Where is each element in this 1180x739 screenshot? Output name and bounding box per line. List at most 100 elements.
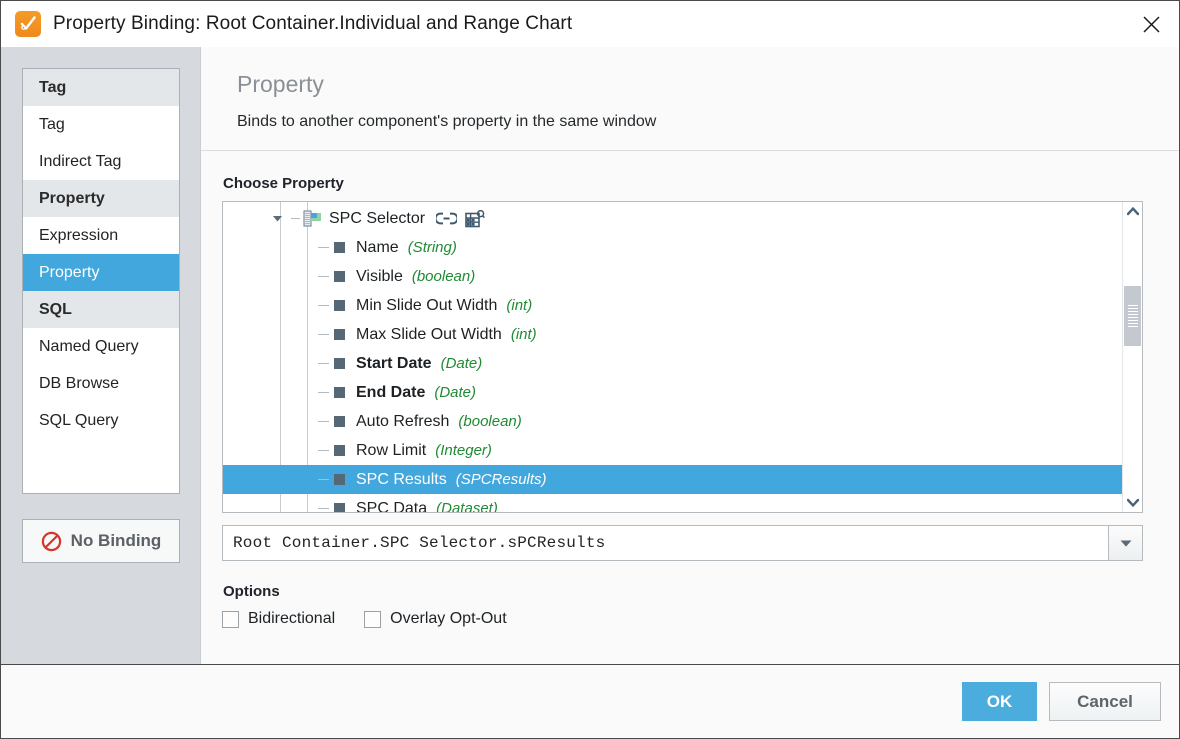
close-icon[interactable] bbox=[1123, 1, 1179, 47]
property-square-icon bbox=[334, 474, 345, 485]
chevron-down-icon[interactable] bbox=[1109, 525, 1143, 561]
tree-row-type: (Date) bbox=[434, 383, 477, 401]
sidebar-item-expression[interactable]: Expression bbox=[39, 227, 119, 244]
checkbox-box[interactable] bbox=[364, 610, 382, 628]
tree-row[interactable]: Auto Refresh (boolean) bbox=[223, 407, 1122, 436]
sidebar-item-property[interactable]: Property bbox=[23, 254, 179, 291]
tree-row-type: (SPCResults) bbox=[455, 470, 547, 488]
property-square-icon bbox=[334, 271, 345, 282]
property-square-icon bbox=[334, 300, 345, 311]
sidebar-item-sql-query[interactable]: SQL Query bbox=[39, 412, 119, 429]
tree-row-selected[interactable]: SPC Results (SPCResults) bbox=[223, 465, 1122, 494]
property-square-icon bbox=[334, 445, 345, 456]
chevron-down-glyph bbox=[273, 216, 282, 222]
tree-row[interactable]: Start Date (Date) bbox=[223, 349, 1122, 378]
tree-connector bbox=[318, 508, 329, 509]
options-row: Bidirectional Overlay Opt-Out bbox=[222, 610, 1143, 628]
tree-row-label: SPC Results bbox=[356, 470, 447, 488]
tree-row-label: Name bbox=[356, 238, 399, 256]
choose-property-label: Choose Property bbox=[223, 175, 344, 192]
tree-connector bbox=[318, 450, 329, 451]
tree-row[interactable]: Name (String) bbox=[223, 233, 1122, 262]
tree-connector bbox=[318, 392, 329, 393]
tree-row-label: SPC Data bbox=[356, 499, 428, 513]
sidebar-item-db-browse[interactable]: DB Browse bbox=[39, 375, 120, 392]
category-header-tag: Tag bbox=[23, 69, 179, 106]
tree-row-label: Max Slide Out Width bbox=[356, 325, 502, 343]
tree-row[interactable]: Row Limit (Integer) bbox=[223, 436, 1122, 465]
tree-row[interactable]: End Date (Date) bbox=[223, 378, 1122, 407]
wrench-check-glyph bbox=[20, 16, 36, 30]
binding-path-input[interactable]: Root Container.SPC Selector.sPCResults bbox=[222, 525, 1109, 561]
scrollbar-grip bbox=[1127, 303, 1138, 329]
binding-category-list: Tag Tag Indirect Tag Property Expression… bbox=[22, 68, 180, 494]
chevron-down-icon[interactable] bbox=[271, 212, 287, 225]
tree-row-type: (Integer) bbox=[435, 441, 492, 459]
tree-row-label: Min Slide Out Width bbox=[356, 296, 498, 314]
tree-connector bbox=[318, 276, 329, 277]
category-header-sql: SQL bbox=[23, 291, 179, 328]
binding-path-row: Root Container.SPC Selector.sPCResults bbox=[222, 525, 1143, 561]
tree-row-label: Visible bbox=[356, 267, 403, 285]
checkbox-box[interactable] bbox=[222, 610, 239, 628]
tree-row-label: End Date bbox=[356, 383, 426, 401]
scroll-down-glyph bbox=[1126, 498, 1139, 507]
overlay-opt-out-checkbox[interactable]: Overlay Opt-Out bbox=[364, 610, 507, 628]
dialog-body: Tag Tag Indirect Tag Property Expression… bbox=[1, 47, 1179, 664]
scroll-down-icon[interactable] bbox=[1123, 493, 1142, 512]
tree-row-type: (String) bbox=[407, 238, 457, 256]
property-tree-panel: SPC Selector bbox=[222, 201, 1143, 513]
property-square-icon bbox=[334, 416, 345, 427]
tree-row[interactable]: Visible (boolean) bbox=[223, 262, 1122, 291]
tree-guide-line bbox=[280, 202, 281, 512]
tree-connector bbox=[318, 363, 329, 364]
scroll-up-icon[interactable] bbox=[1123, 202, 1142, 221]
property-tree: SPC Selector bbox=[223, 202, 1122, 512]
scrollbar-track[interactable] bbox=[1123, 221, 1142, 493]
pane-content: Choose Property bbox=[201, 151, 1179, 664]
tree-row[interactable]: SPC Data (Dataset) bbox=[223, 494, 1122, 512]
scroll-up-glyph bbox=[1126, 207, 1139, 216]
tree-row-type: (int) bbox=[506, 296, 533, 314]
property-square-icon bbox=[334, 387, 345, 398]
ok-button[interactable]: OK bbox=[962, 682, 1037, 721]
page-title: Property bbox=[237, 71, 324, 97]
options-section: Options Bidirectional Overlay Opt-Out bbox=[222, 583, 1143, 628]
tree-connector bbox=[318, 247, 329, 248]
tree-connector bbox=[318, 421, 329, 422]
sidebar-item-named-query[interactable]: Named Query bbox=[39, 338, 139, 355]
window-title: Property Binding: Root Container.Individ… bbox=[53, 13, 573, 34]
tree-root-node[interactable]: SPC Selector bbox=[223, 204, 1122, 233]
tree-row-label: Row Limit bbox=[356, 441, 427, 459]
property-square-icon bbox=[334, 329, 345, 340]
sidebar-item-indirect-tag[interactable]: Indirect Tag bbox=[39, 153, 122, 170]
category-header-property: Property bbox=[23, 180, 179, 217]
chevron-down-glyph bbox=[1120, 540, 1131, 547]
pane-header: Property Binds to another component's pr… bbox=[201, 47, 1179, 151]
tree-row-type: (boolean) bbox=[411, 267, 476, 285]
bidirectional-checkbox[interactable]: Bidirectional bbox=[222, 610, 335, 628]
tree-row-label: Auto Refresh bbox=[356, 412, 450, 430]
link-icon[interactable] bbox=[436, 211, 458, 226]
tree-row[interactable]: Min Slide Out Width (int) bbox=[223, 291, 1122, 320]
ignition-designer-icon bbox=[15, 11, 41, 37]
no-binding-button[interactable]: No Binding bbox=[22, 519, 180, 563]
tree-row-type: (Dataset) bbox=[436, 499, 498, 513]
tree-row[interactable]: Max Slide Out Width (int) bbox=[223, 320, 1122, 349]
dialog-footer: OK Cancel bbox=[1, 664, 1179, 738]
component-icon bbox=[303, 210, 321, 227]
tree-row-type: (Date) bbox=[440, 354, 483, 372]
tree-row-type: (int) bbox=[510, 325, 537, 343]
tree-scrollbar[interactable] bbox=[1122, 202, 1142, 512]
cancel-button[interactable]: Cancel bbox=[1049, 682, 1161, 721]
binding-type-sidebar: Tag Tag Indirect Tag Property Expression… bbox=[1, 47, 200, 664]
binding-config-pane: Property Binds to another component's pr… bbox=[200, 47, 1179, 664]
sidebar-item-tag[interactable]: Tag bbox=[39, 116, 65, 133]
no-entry-icon bbox=[41, 531, 61, 551]
title-bar: Property Binding: Root Container.Individ… bbox=[1, 1, 1179, 47]
tree-guide-line bbox=[307, 202, 308, 512]
table-search-icon[interactable] bbox=[465, 209, 485, 228]
scrollbar-thumb[interactable] bbox=[1124, 286, 1141, 346]
page-subtitle: Binds to another component's property in… bbox=[237, 113, 657, 130]
